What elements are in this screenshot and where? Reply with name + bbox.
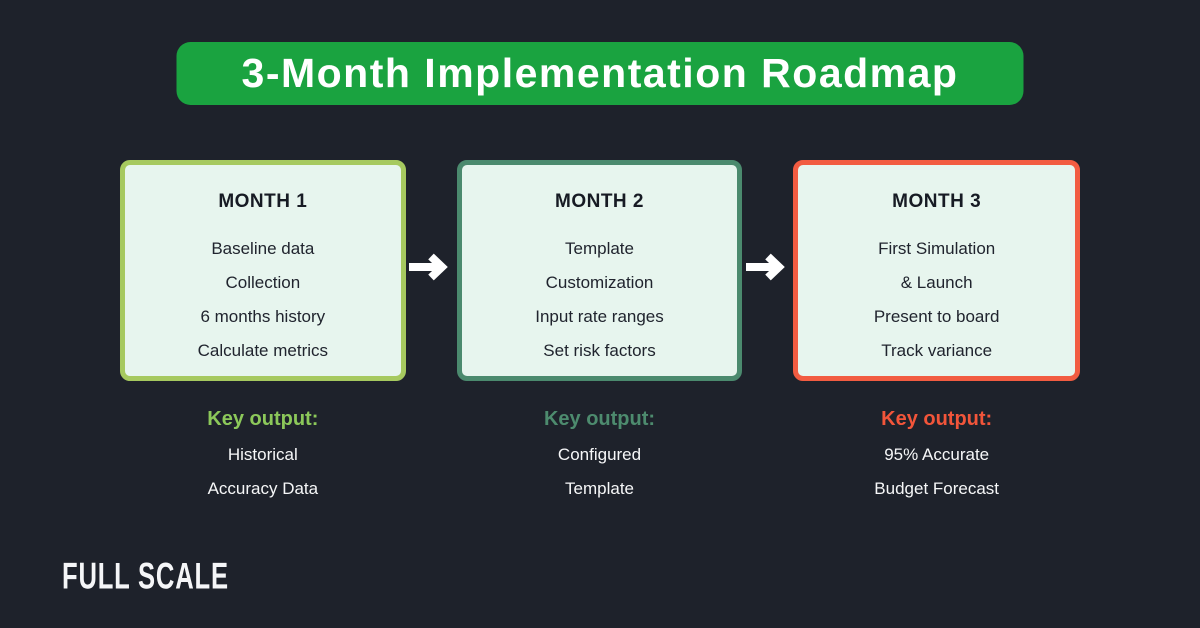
arrow-right-icon [406, 252, 457, 282]
key-output-lines: Historical Accuracy Data [120, 438, 406, 506]
key-output-line: Accuracy Data [207, 479, 319, 498]
month-1-items: Baseline data Collection 6 months histor… [198, 232, 328, 368]
month-1-key-output: Key output: Historical Accuracy Data [120, 408, 406, 506]
card-item: Present to board [873, 307, 1000, 326]
month-2-key-output: Key output: Configured Template [457, 408, 743, 506]
full-scale-logo: FULL SCALE [62, 555, 229, 597]
card-item: Set risk factors [543, 341, 656, 360]
page-title-banner: 3-Month Implementation Roadmap [176, 42, 1024, 105]
key-output-lines: 95% Accurate Budget Forecast [793, 438, 1080, 506]
month-3-card: MONTH 3 First Simulation & Launch Presen… [793, 160, 1080, 381]
month-3-title: MONTH 3 [892, 191, 982, 212]
key-output-line: 95% Accurate [884, 445, 990, 464]
month-1-column: MONTH 1 Baseline data Collection 6 month… [120, 160, 406, 506]
card-item: Template [565, 239, 634, 258]
key-output-label: Key output: [543, 408, 656, 430]
month-2-card: MONTH 2 Template Customization Input rat… [456, 160, 743, 381]
month-1-card: MONTH 1 Baseline data Collection 6 month… [120, 160, 406, 381]
roadmap-row: MONTH 1 Baseline data Collection 6 month… [120, 160, 1080, 506]
month-2-items: Template Customization Input rate ranges… [535, 232, 664, 368]
card-item: Input rate ranges [535, 307, 664, 326]
card-item: & Launch [900, 273, 973, 292]
month-2-column: MONTH 2 Template Customization Input rat… [456, 160, 743, 506]
page-title: 3-Month Implementation Roadmap [241, 50, 959, 96]
card-item: Calculate metrics [197, 341, 329, 360]
card-item: Track variance [881, 341, 993, 360]
key-output-line: Template [565, 479, 634, 498]
key-output-line: Budget Forecast [874, 479, 1000, 498]
month-1-title: MONTH 1 [218, 191, 308, 212]
month-3-column: MONTH 3 First Simulation & Launch Presen… [793, 160, 1080, 506]
card-item: 6 months history [200, 307, 326, 326]
month-2-title: MONTH 2 [555, 191, 644, 212]
month-3-key-output: Key output: 95% Accurate Budget Forecast [793, 408, 1080, 506]
key-output-line: Historical [227, 445, 298, 464]
key-output-line: Configured [557, 445, 642, 464]
card-item: First Simulation [878, 239, 996, 258]
key-output-label: Key output: [881, 408, 993, 430]
key-output-label: Key output: [207, 408, 319, 430]
arrow-right-icon [742, 252, 793, 282]
key-output-lines: Configured Template [457, 438, 743, 506]
month-3-items: First Simulation & Launch Present to boa… [874, 232, 1000, 368]
card-item: Collection [225, 273, 301, 292]
card-item: Baseline data [211, 239, 315, 258]
card-item: Customization [545, 273, 654, 292]
